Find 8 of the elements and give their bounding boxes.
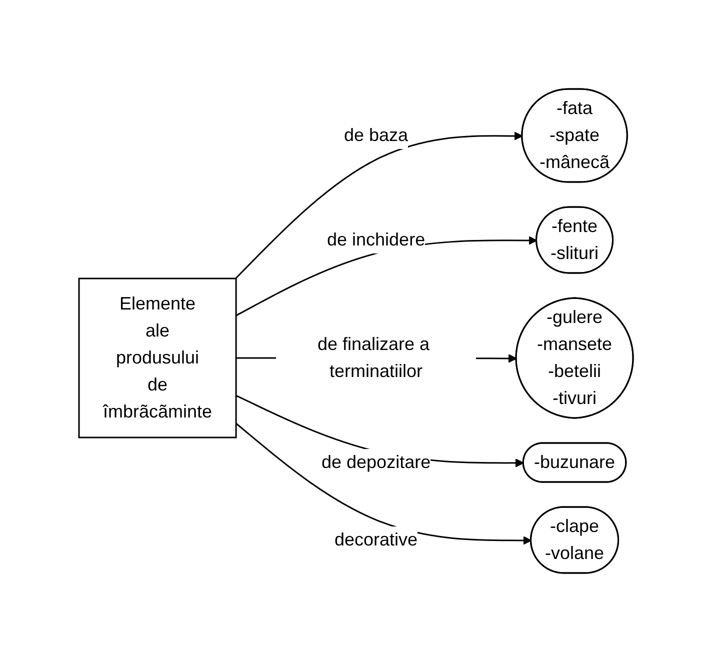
arrow xyxy=(236,422,532,545)
edge-label: decorative xyxy=(334,529,418,550)
edge-label: de baza xyxy=(344,125,408,145)
edge-label: de inchidere xyxy=(326,229,426,250)
edge-label: de depozitare xyxy=(321,452,431,472)
node-box: Elemente ale produsului de îmbrãcãminte xyxy=(78,278,237,438)
edge-label: de finalizare a terminatiilor xyxy=(317,334,430,381)
arrow xyxy=(235,132,523,280)
